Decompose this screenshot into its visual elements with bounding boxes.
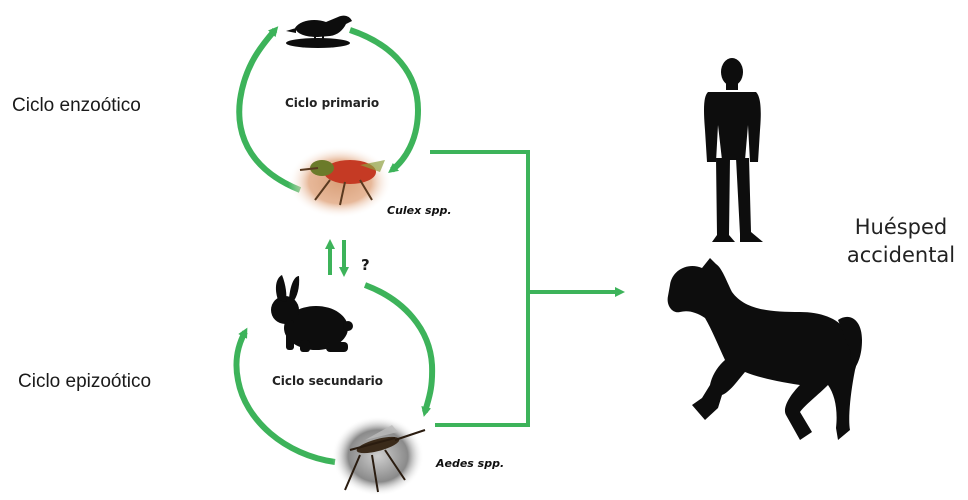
primary-cycle-left-arc: [239, 30, 300, 190]
human-icon: [704, 58, 763, 242]
accidental-host-line2: accidental: [836, 241, 966, 269]
connector-bracket: [430, 152, 528, 425]
enzootic-cycle-label: Ciclo enzoótico: [12, 95, 141, 117]
aedes-label: Aedes spp.: [436, 457, 504, 470]
epizootic-cycle-label: Ciclo epizoótico: [18, 371, 151, 393]
accidental-host-label: Huésped accidental: [836, 213, 966, 269]
rabbit-icon: [271, 275, 353, 352]
aedes-mosquito-icon: [332, 416, 425, 496]
culex-mosquito-icon: [288, 146, 392, 218]
bird-icon: [286, 16, 352, 48]
accidental-host-line1: Huésped: [836, 213, 966, 241]
secondary-cycle-label: Ciclo secundario: [272, 374, 383, 388]
primary-cycle-label: Ciclo primario: [285, 96, 379, 110]
secondary-cycle-left-arc: [236, 332, 335, 462]
culex-label: Culex spp.: [387, 204, 452, 217]
secondary-cycle-right-arc: [365, 285, 432, 412]
exchange-question-mark: ?: [361, 256, 370, 274]
horse-icon: [668, 258, 862, 440]
